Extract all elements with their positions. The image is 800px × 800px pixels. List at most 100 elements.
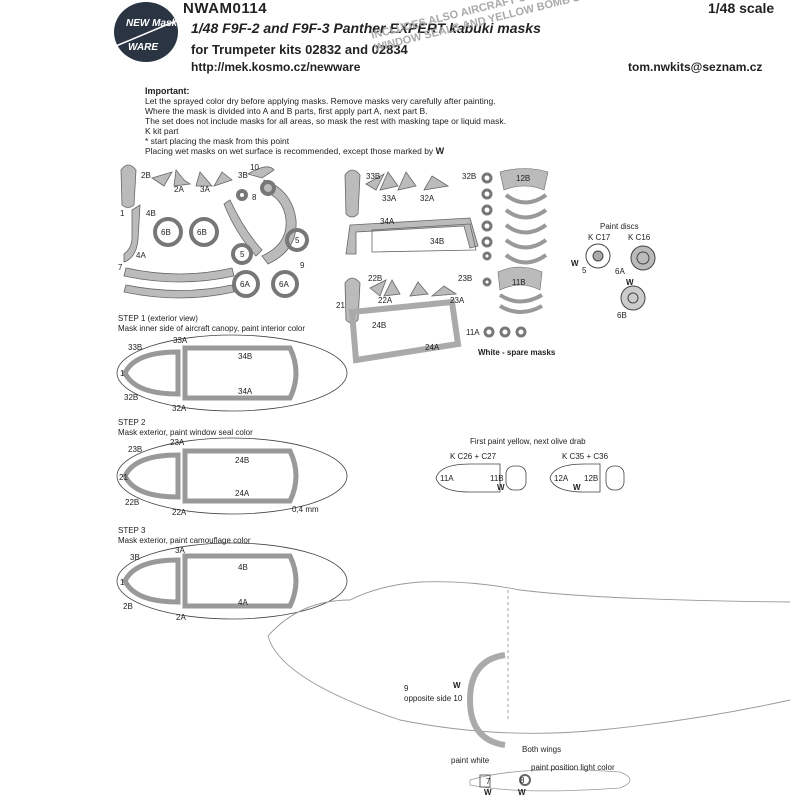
mask-part-1 xyxy=(120,164,137,208)
label: 24B xyxy=(372,321,386,330)
label: 11A xyxy=(440,474,454,483)
label: 21 xyxy=(119,473,128,482)
instruction-line: Where the mask is divided into A and B p… xyxy=(145,106,428,116)
label: 8 xyxy=(252,193,257,202)
instruction-line: The set does not include masks for all a… xyxy=(145,116,506,126)
label: 2A xyxy=(176,613,186,622)
label: 11B xyxy=(512,278,526,287)
instruction-line: * start placing the mask from this point xyxy=(145,136,290,146)
instructions: Important: Let the sprayed color dry bef… xyxy=(145,86,506,156)
w-mark: W xyxy=(626,278,634,287)
label: 6A xyxy=(240,280,250,289)
label: 4B xyxy=(238,563,248,572)
label: 24A xyxy=(235,489,250,498)
label: 6A xyxy=(279,280,289,289)
instructions-heading: Important: xyxy=(145,86,190,96)
mask-part-10a xyxy=(247,166,275,179)
label: 21 xyxy=(336,301,345,310)
step1-desc: Mask inner side of aircraft canopy, pain… xyxy=(118,324,305,333)
label: 22B xyxy=(368,274,382,283)
label: 23B xyxy=(458,274,472,283)
label: 4B xyxy=(146,209,156,218)
label: 22B xyxy=(125,498,139,507)
label: 23A xyxy=(170,438,185,447)
label: 22A xyxy=(378,296,393,305)
label: 12A xyxy=(554,474,569,483)
label: 33B xyxy=(366,172,380,181)
label: 24B xyxy=(235,456,249,465)
label: paint white xyxy=(451,756,490,765)
label: 12B xyxy=(584,474,598,483)
step2-title: STEP 2 xyxy=(118,418,146,427)
mask-part-2A xyxy=(173,169,192,187)
label: K C35 + C36 xyxy=(562,452,609,461)
bombs-title: First paint yellow, next olive drab xyxy=(470,437,586,446)
mask-part-2B xyxy=(151,171,173,187)
dimension-label: 0,4 mm xyxy=(292,505,319,514)
label: 32A xyxy=(172,404,187,413)
label: 24A xyxy=(425,343,440,352)
label: 22A xyxy=(172,508,187,517)
label: 34B xyxy=(238,352,252,361)
label: 9 xyxy=(404,684,409,693)
label: 2B xyxy=(141,171,151,180)
label: 8 xyxy=(520,776,525,785)
label: 34B xyxy=(430,237,444,246)
label: 9 xyxy=(300,261,305,270)
label: 11B xyxy=(490,474,504,483)
label: 32B xyxy=(462,172,476,181)
instruction-line: Let the sprayed color dry before applyin… xyxy=(145,96,496,106)
label: 6A xyxy=(615,267,625,276)
step1-title: STEP 1 (exterior view) xyxy=(118,314,198,323)
instruction-text: Placing wet masks on wet surface is reco… xyxy=(145,146,434,156)
spare-masks-label: White - spare masks xyxy=(478,348,556,357)
label: 2B xyxy=(123,602,133,611)
label: 4A xyxy=(136,251,146,260)
label: paint position light color xyxy=(531,763,615,772)
label: 5 xyxy=(295,236,300,245)
mask-part-3A xyxy=(195,171,213,187)
instruction-line: Placing wet masks on wet surface is reco… xyxy=(145,146,506,156)
logo-line1: NEW Masks xyxy=(126,18,180,29)
label: 2A xyxy=(174,185,184,194)
paint-discs-title: Paint discs xyxy=(600,222,639,231)
instruction-line: K kit part xyxy=(145,126,179,136)
w-mark: W xyxy=(571,259,579,268)
step2-desc: Mask exterior, paint window seal color xyxy=(118,428,253,437)
label: 32A xyxy=(420,194,435,203)
label: 7 xyxy=(118,263,123,272)
label: 23B xyxy=(128,445,142,454)
label: K C17 xyxy=(588,233,611,242)
label: 11A xyxy=(466,328,480,337)
label: 33A xyxy=(173,336,188,345)
label: 1 xyxy=(120,369,125,378)
label: 34A xyxy=(380,217,395,226)
w-mark: W xyxy=(453,681,461,690)
label: 1 xyxy=(120,209,125,218)
website-link[interactable]: http://mek.kosmo.cz/newware xyxy=(191,60,361,74)
mask-part-4B xyxy=(123,204,141,263)
mask-part-7b xyxy=(123,284,235,299)
label: 3B xyxy=(130,553,140,562)
label: 33B xyxy=(128,343,142,352)
label: 4A xyxy=(238,598,248,607)
page-subtitle: for Trumpeter kits 02832 and 02834 xyxy=(191,42,408,57)
label: 6B xyxy=(161,228,171,237)
email-link[interactable]: tom.nwkits@seznam.cz xyxy=(628,60,763,74)
label: 7 xyxy=(486,777,491,786)
mask-part-7 xyxy=(123,267,235,283)
label: 3A xyxy=(175,546,185,555)
label: 6B xyxy=(197,228,207,237)
label: 5 xyxy=(240,250,245,259)
product-code: NWAM0114 xyxy=(183,0,268,17)
newware-logo: NEW Masks WARE xyxy=(108,0,183,70)
w-mark: W xyxy=(497,483,505,492)
label: 5 xyxy=(582,266,587,275)
logo-line2: WARE xyxy=(128,42,158,53)
w-mark: W xyxy=(573,483,581,492)
mask-part-9 xyxy=(223,199,263,257)
label: 3B xyxy=(238,171,248,180)
w-mark: W xyxy=(518,788,526,797)
label: 6B xyxy=(617,311,627,320)
label: opposite side 10 xyxy=(404,694,463,703)
